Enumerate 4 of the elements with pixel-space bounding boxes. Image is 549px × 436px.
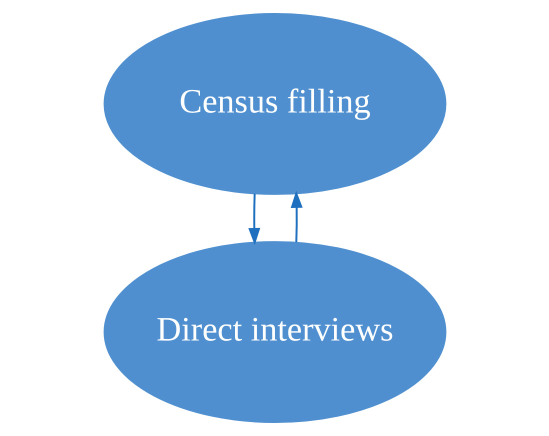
arrow xyxy=(290,190,302,242)
arrow xyxy=(248,194,260,246)
node-ellipse: Census filling xyxy=(103,13,446,195)
node-ellipse: Direct interviews xyxy=(103,241,446,423)
